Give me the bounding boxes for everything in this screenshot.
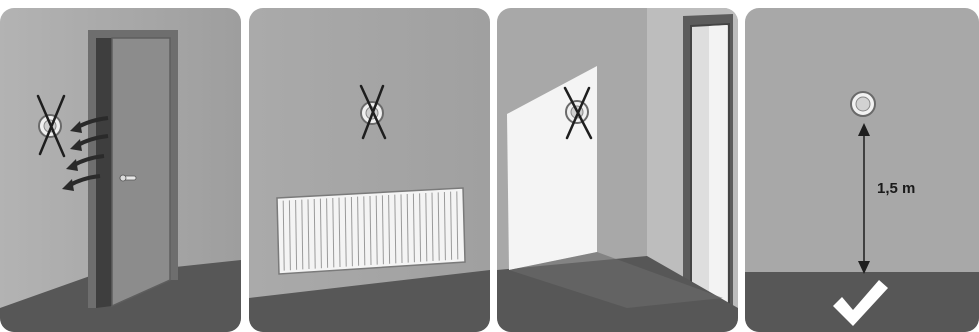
radiator — [277, 188, 465, 274]
height-label: 1,5 m — [877, 180, 915, 197]
panel-correct-height: 1,5 m — [745, 8, 979, 332]
door-handle — [120, 175, 136, 181]
window — [683, 14, 733, 324]
door-opening — [96, 38, 112, 308]
thermostat-sensor-icon — [851, 92, 875, 116]
door-leaf — [112, 38, 170, 306]
panel-near-door — [0, 8, 241, 332]
panel-direct-sunlight — [497, 8, 738, 332]
panel-above-radiator — [249, 8, 490, 332]
